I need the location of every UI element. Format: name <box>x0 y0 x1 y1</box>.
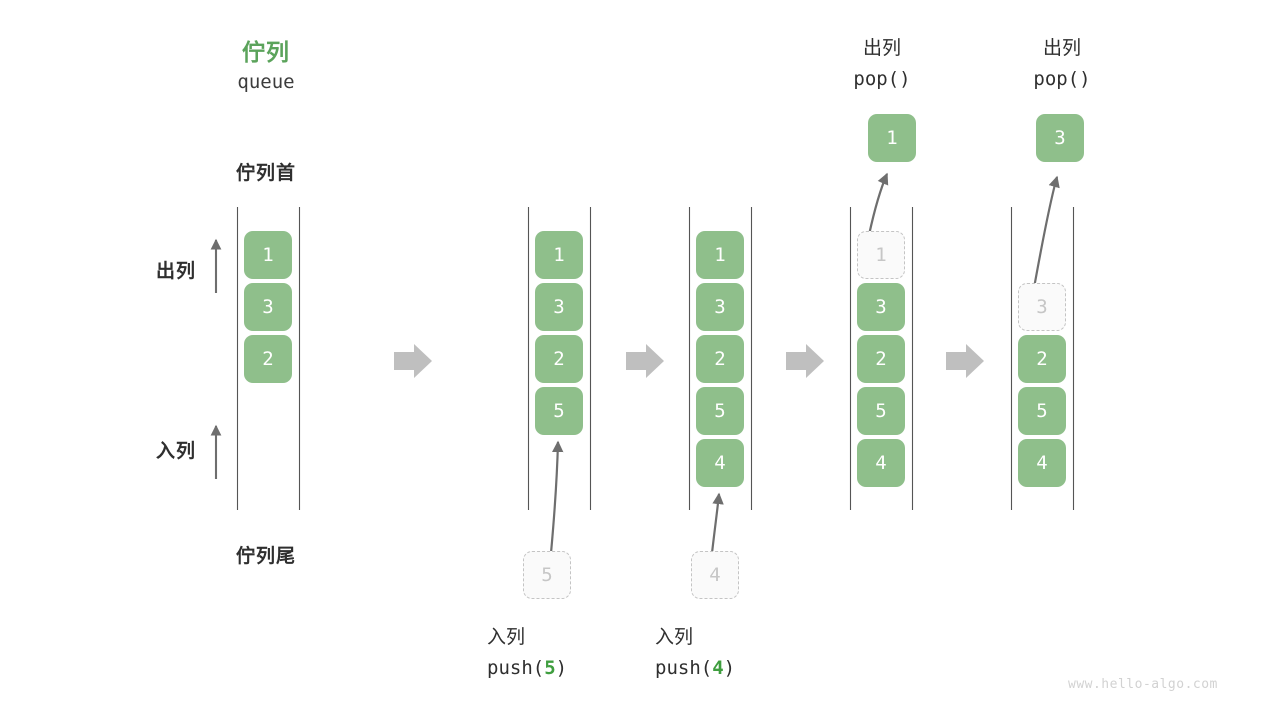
queue-cell: 4 <box>696 439 744 487</box>
queue-cell: 2 <box>857 335 905 383</box>
queue-cell: 1 <box>696 231 744 279</box>
queue-cell: 1 <box>244 231 292 279</box>
queue-cell: 5 <box>535 387 583 435</box>
push-4-operation-label: 入列 <box>655 627 694 648</box>
push-4-operation-code: push(4) <box>655 657 845 679</box>
page-title-cn: 佇列 <box>242 39 290 65</box>
pop-1-operation-code: pop() <box>829 68 935 90</box>
queue-cell: 2 <box>1018 335 1066 383</box>
queue-cell: 3 <box>696 283 744 331</box>
queue-head-label: 佇列首 <box>235 163 296 184</box>
queue-cell: 2 <box>696 335 744 383</box>
push-5-code-prefix: push( <box>487 657 545 679</box>
incoming-ghost-cell: 5 <box>523 551 571 599</box>
queue-cell: 5 <box>696 387 744 435</box>
queue-cell: 3 <box>857 283 905 331</box>
push-4-code-suffix: ) <box>723 657 736 679</box>
queue-cell: 3 <box>244 283 292 331</box>
queue-cell: 5 <box>857 387 905 435</box>
push-4-code-prefix: push( <box>655 657 713 679</box>
push-5-code-suffix: ) <box>555 657 568 679</box>
pop-3-code-prefix: pop( <box>1033 68 1080 90</box>
push-5-operation-label: 入列 <box>487 627 526 648</box>
queue-rails <box>236 207 1075 510</box>
queue-column-push-4: 1 3 2 5 4 <box>696 231 744 487</box>
queue-cell: 3 <box>1018 283 1066 331</box>
push-5-code-arg: 5 <box>544 657 556 679</box>
pop-3-code-suffix: ) <box>1079 68 1091 90</box>
incoming-ghost-cell: 4 <box>691 551 739 599</box>
queue-cell: 3 <box>535 283 583 331</box>
queue-cell: 2 <box>244 335 292 383</box>
queue-tail-label: 佇列尾 <box>235 546 296 567</box>
queue-cell: 4 <box>857 439 905 487</box>
queue-column-pop-1: 1 3 2 5 4 <box>857 231 905 487</box>
queue-column-push-5: 1 3 2 5 <box>535 231 583 435</box>
outgoing-cell: 3 <box>1036 114 1084 162</box>
page-title-code: queue <box>237 71 295 93</box>
pop-1-code-suffix: ) <box>899 68 911 90</box>
push-4-arrow <box>710 492 724 554</box>
queue-column-pop-3: 3 2 5 4 <box>1018 231 1066 487</box>
pop-3-operation-label: 出列 <box>1042 38 1081 59</box>
pop-1-operation-label: 出列 <box>862 38 901 59</box>
pop-1-arrow <box>867 172 889 236</box>
pop-3-operation-code: pop() <box>1009 68 1115 90</box>
outgoing-cell: 1 <box>868 114 916 162</box>
queue-cell: 1 <box>535 231 583 279</box>
dequeue-label: 出列 <box>155 261 196 282</box>
push-5-arrow <box>549 440 564 554</box>
push-5-operation-code: push(5) <box>487 657 677 679</box>
watermark: www.hello-algo.com <box>1068 677 1218 692</box>
push-4-code-arg: 4 <box>712 657 724 679</box>
queue-column-initial: 1 3 2 <box>244 231 292 383</box>
queue-cell: 2 <box>535 335 583 383</box>
enqueue-label: 入列 <box>155 441 196 462</box>
queue-cell: 5 <box>1018 387 1066 435</box>
pop-1-code-prefix: pop( <box>853 68 900 90</box>
queue-cell: 1 <box>857 231 905 279</box>
queue-cell: 4 <box>1018 439 1066 487</box>
